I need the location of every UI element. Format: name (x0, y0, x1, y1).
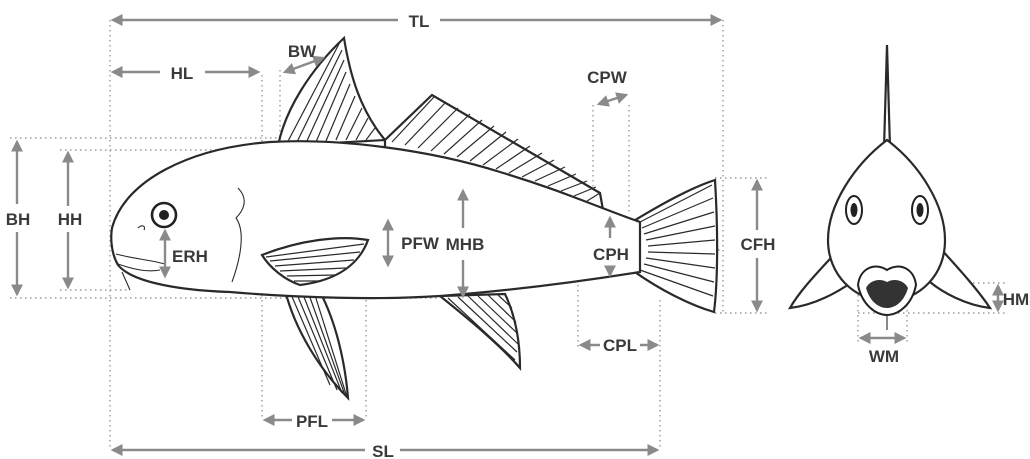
front-dorsal-spine (884, 45, 890, 148)
label-wm: WM (869, 347, 899, 366)
label-erh: ERH (172, 247, 208, 266)
caudal-fin (632, 180, 717, 312)
pelvic-fin (285, 290, 348, 398)
label-cfh: CFH (741, 235, 776, 254)
fish-front-view (790, 45, 990, 330)
label-cph: CPH (593, 245, 629, 264)
label-mhb: MHB (446, 235, 485, 254)
eye (152, 203, 176, 227)
label-cpw: CPW (587, 68, 628, 87)
front-eye-left (846, 196, 862, 224)
label-tl: TL (409, 12, 430, 31)
front-eye-right (912, 196, 928, 224)
fish-body (111, 141, 640, 298)
label-pfw: PFW (401, 234, 440, 253)
label-bh: BH (6, 210, 31, 229)
label-hm: HM (1003, 290, 1029, 309)
label-hl: HL (171, 64, 194, 83)
label-bw: BW (288, 42, 317, 61)
label-hh: HH (58, 210, 83, 229)
label-cpl: CPL (603, 336, 637, 355)
label-sl: SL (372, 442, 394, 459)
label-pfl: PFL (296, 412, 328, 431)
